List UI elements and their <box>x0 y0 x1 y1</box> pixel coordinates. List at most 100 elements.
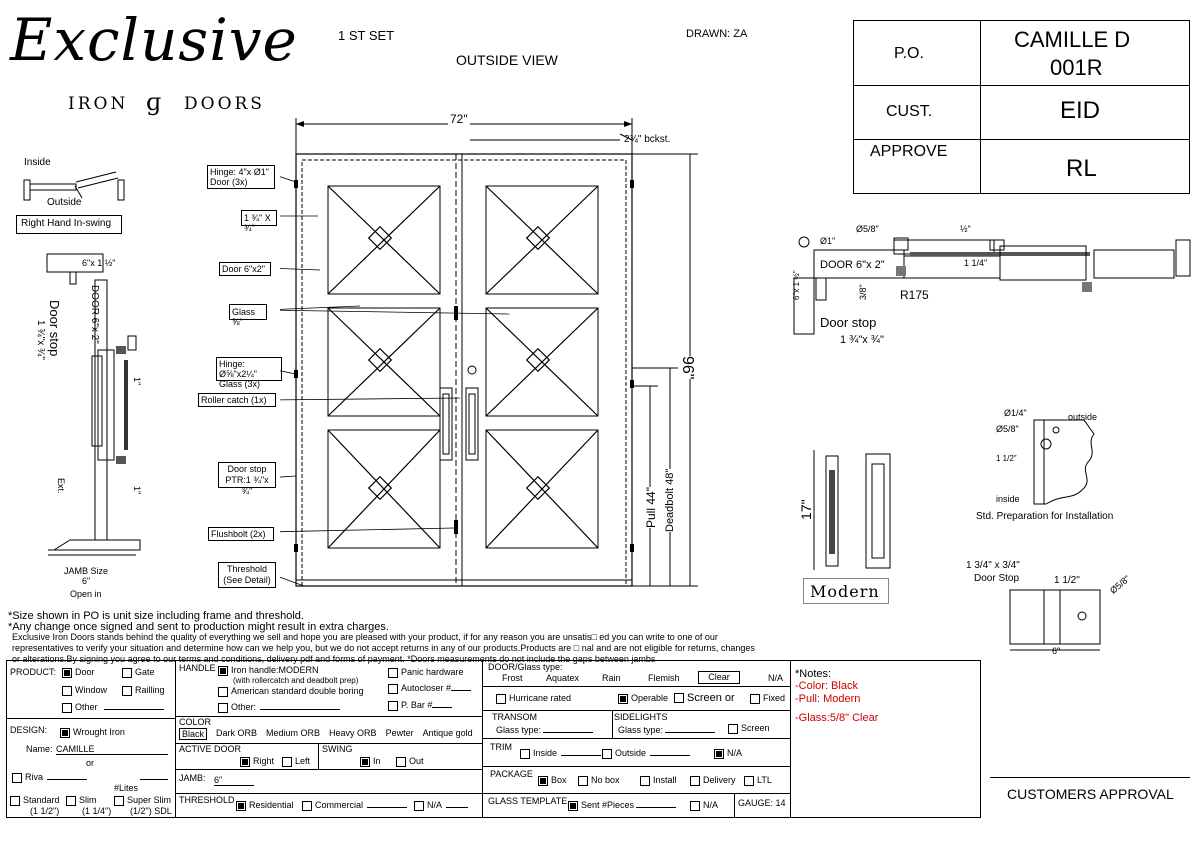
swing-in-option[interactable]: In <box>360 756 381 767</box>
template-sent-option[interactable]: Sent #Pieces <box>568 800 677 811</box>
sidelights-glass-type[interactable]: Glass type: <box>618 725 716 735</box>
muntin-slim-option[interactable]: Slim(1 1/4") <box>66 795 111 816</box>
package-ltl-checkbox[interactable] <box>744 775 754 786</box>
product-railing-option[interactable]: Railling <box>122 685 165 696</box>
trim-na-option[interactable]: N/A <box>714 748 742 759</box>
handle-iron-checkbox[interactable] <box>218 665 228 676</box>
trim-inside-checkbox[interactable] <box>520 748 530 759</box>
pbar-option[interactable]: P. Bar # <box>388 700 453 711</box>
package-install-checkbox[interactable] <box>640 775 650 786</box>
lites-label: #Lites <box>114 783 139 793</box>
muntin-super-option[interactable]: Super Slim(1/2") SDL <box>114 795 172 816</box>
screen-or-checkbox[interactable] <box>674 693 684 704</box>
threshold-residential-checkbox[interactable] <box>236 800 246 811</box>
product-gate-checkbox[interactable] <box>122 667 132 678</box>
plan-38: 3/8" <box>858 284 868 300</box>
autocloser-option[interactable]: Autocloser # <box>388 683 472 694</box>
autocloser-checkbox[interactable] <box>388 683 398 694</box>
open-in-label: Open in <box>70 589 102 599</box>
trim-outside-checkbox[interactable] <box>602 748 612 759</box>
design-name-value[interactable]: CAMILLE <box>56 744 168 755</box>
operable-checkbox[interactable] <box>618 693 628 704</box>
threshold-residential-option[interactable]: Residential <box>236 800 294 811</box>
fixed-checkbox[interactable] <box>750 693 760 704</box>
product-gate-option[interactable]: Gate <box>122 667 155 678</box>
package-ltl-option[interactable]: LTL <box>744 775 772 786</box>
handle-height-dim: 17" <box>798 499 814 520</box>
transom-glass-type[interactable]: Glass type: <box>496 725 594 735</box>
color-pewter-option[interactable]: Pewter <box>385 728 414 738</box>
active-right-option[interactable]: Right <box>240 756 274 767</box>
swing-out-checkbox[interactable] <box>396 756 406 767</box>
product-door-option[interactable]: Door <box>62 667 95 678</box>
color-black-option[interactable]: Black <box>179 728 208 740</box>
threshold-na-checkbox[interactable] <box>414 800 424 811</box>
package-delivery-checkbox[interactable] <box>690 775 700 786</box>
muntin-standard-checkbox[interactable] <box>10 795 20 806</box>
glass-na-option[interactable]: N/A <box>768 673 784 683</box>
trim-outside-option[interactable]: Outside <box>602 748 691 759</box>
swing-in-checkbox[interactable] <box>360 756 370 767</box>
hurricane-option[interactable]: Hurricane rated <box>496 693 571 704</box>
active-right-checkbox[interactable] <box>240 756 250 767</box>
trim-na-checkbox[interactable] <box>714 748 724 759</box>
panic-checkbox[interactable] <box>388 667 398 678</box>
active-left-option[interactable]: Left <box>282 756 310 767</box>
trim-inside-option[interactable]: Inside <box>520 748 602 759</box>
handle-american-checkbox[interactable] <box>218 686 228 697</box>
product-other-checkbox[interactable] <box>62 702 72 713</box>
swing-out-option[interactable]: Out <box>396 756 424 767</box>
package-delivery-option[interactable]: Delivery <box>690 775 736 786</box>
hurricane-checkbox[interactable] <box>496 693 506 704</box>
design-riva-option[interactable]: Riva <box>12 772 88 783</box>
threshold-commercial-option[interactable]: Commercial <box>302 800 408 811</box>
product-window-checkbox[interactable] <box>62 685 72 696</box>
product-other-option[interactable]: Other <box>62 702 164 713</box>
plan-quarter: 1 1/4" <box>964 258 988 268</box>
operable-option[interactable]: Operable <box>618 693 668 704</box>
handle-other-checkbox[interactable] <box>218 702 228 713</box>
template-na-option[interactable]: N/A <box>690 800 718 811</box>
glass-frost-option[interactable]: Frost <box>502 673 523 683</box>
package-box-checkbox[interactable] <box>538 775 548 786</box>
jamb-value[interactable]: 6" <box>214 775 254 786</box>
color-heavyorb-option[interactable]: Heavy ORB <box>329 728 377 738</box>
glass-aquatex-option[interactable]: Aquatex <box>546 673 580 683</box>
handle-iron-option[interactable]: Iron handle:MODERN <box>218 665 319 676</box>
design-wrought-checkbox[interactable] <box>60 727 70 738</box>
product-door-checkbox[interactable] <box>62 667 72 678</box>
color-mediumorb-option[interactable]: Medium ORB <box>266 728 321 738</box>
design-wrought-option[interactable]: Wrought Iron <box>60 727 125 738</box>
package-install-option[interactable]: Install <box>640 775 677 786</box>
handle-other-option[interactable]: Other: <box>218 702 341 713</box>
template-na-checkbox[interactable] <box>690 800 700 811</box>
panic-option[interactable]: Panic hardware <box>388 667 464 678</box>
lites-field[interactable] <box>140 772 168 782</box>
design-riva-checkbox[interactable] <box>12 772 22 783</box>
muntin-super-checkbox[interactable] <box>114 795 124 806</box>
prep-detail-drawing <box>1033 419 1095 505</box>
fixed-option[interactable]: Fixed <box>750 693 785 704</box>
bckst-dim: 2¾" bckst. <box>624 134 671 145</box>
color-darkorb-option[interactable]: Dark ORB <box>216 728 258 738</box>
package-nobox-option[interactable]: No box <box>578 775 620 786</box>
package-box-option[interactable]: Box <box>538 775 567 786</box>
package-nobox-checkbox[interactable] <box>578 775 588 786</box>
handle-american-option[interactable]: American standard double boring <box>218 686 364 697</box>
screen-or-option[interactable]: Screen or <box>674 692 735 704</box>
sidelights-screen-checkbox[interactable] <box>728 723 738 734</box>
threshold-commercial-checkbox[interactable] <box>302 800 312 811</box>
threshold-na-option[interactable]: N/A <box>414 800 469 811</box>
product-railing-checkbox[interactable] <box>122 685 132 696</box>
pbar-checkbox[interactable] <box>388 700 398 711</box>
glass-clear-option[interactable]: Clear <box>698 671 740 684</box>
product-window-option[interactable]: Window <box>62 685 107 696</box>
muntin-slim-checkbox[interactable] <box>66 795 76 806</box>
template-sent-checkbox[interactable] <box>568 800 578 811</box>
active-left-checkbox[interactable] <box>282 756 292 767</box>
glass-flemish-option[interactable]: Flemish <box>648 673 680 683</box>
glass-rain-option[interactable]: Rain <box>602 673 621 683</box>
color-antiquegold-option[interactable]: Antique gold <box>422 728 473 738</box>
muntin-standard-option[interactable]: Standard(1 1/2") <box>10 795 60 816</box>
sidelights-screen-option[interactable]: Screen <box>728 723 770 734</box>
